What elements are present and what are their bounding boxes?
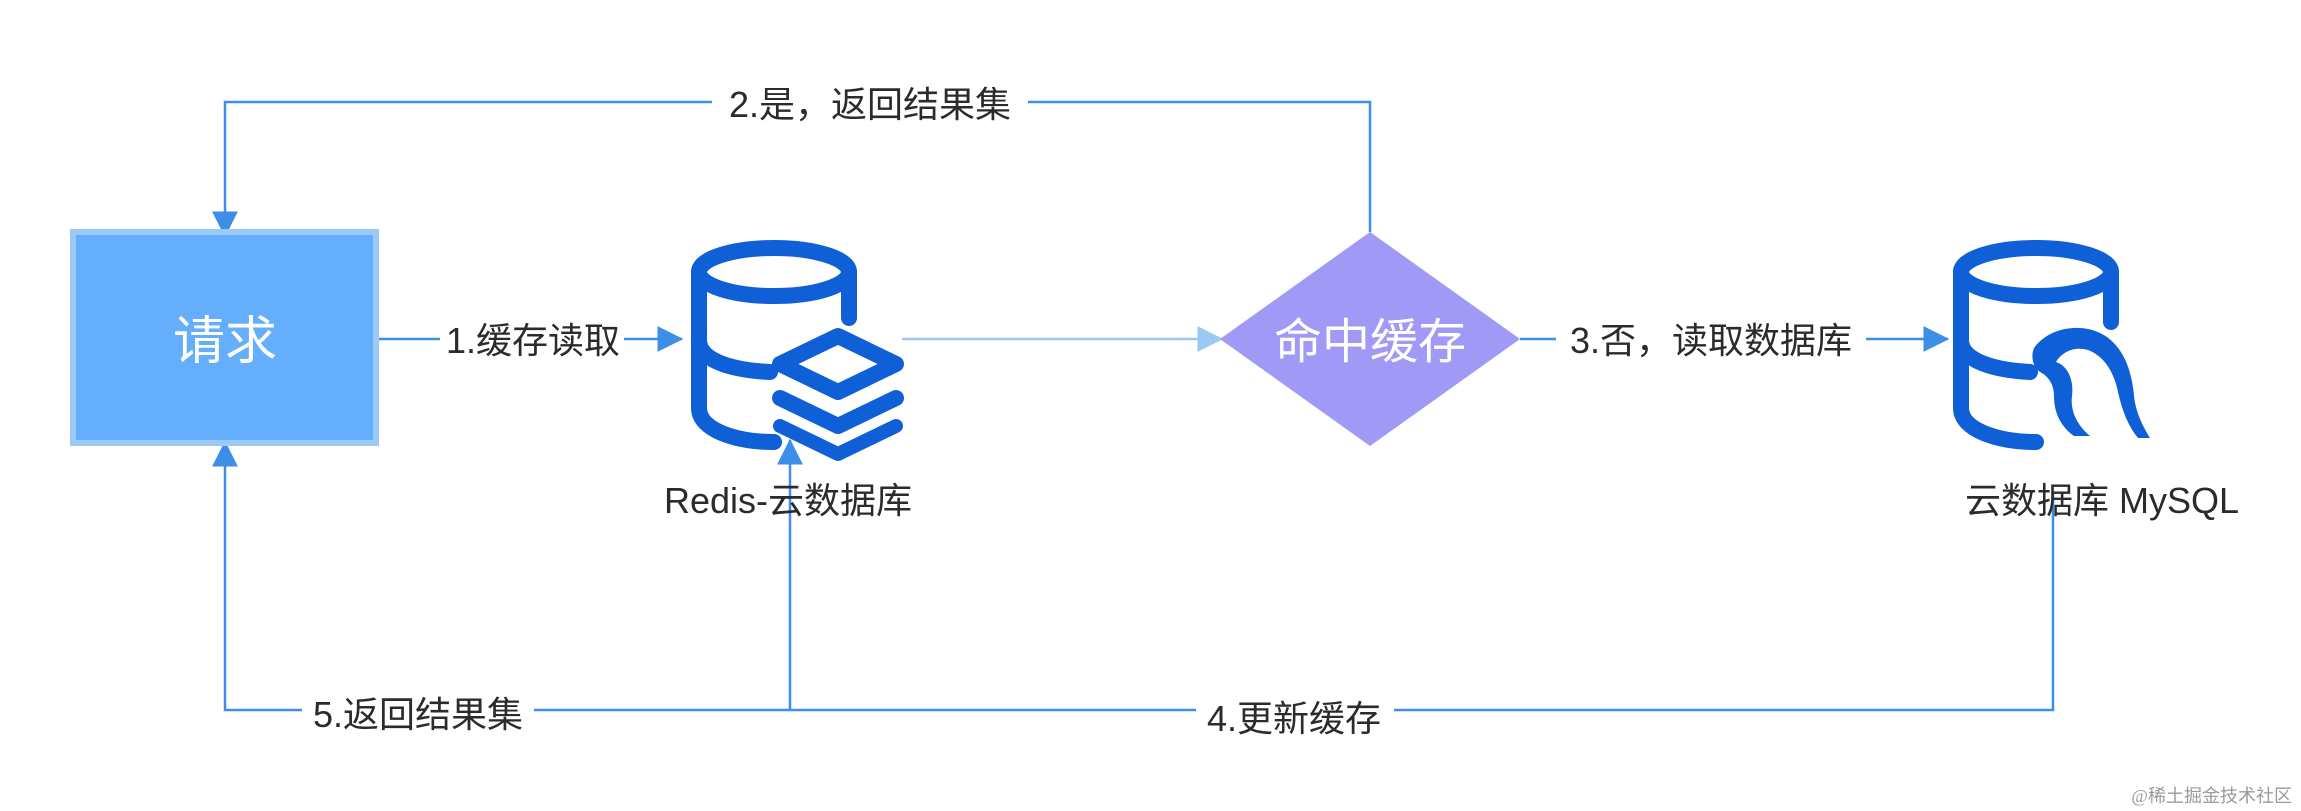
edge-label-step5: 5.返回结果集 <box>313 694 523 735</box>
request-label: 请求 <box>173 313 277 371</box>
redis-label: Redis-云数据库 <box>664 480 912 521</box>
mysql-database-icon <box>1953 240 2119 450</box>
edge-label-step4: 4.更新缓存 <box>1207 698 1381 739</box>
edge-labels: 2.是，返回结果集 1.缓存读取 3.否，读取数据库 5.返回结果集 4.更新缓… <box>302 82 1866 740</box>
edge-label-step3: 3.否，读取数据库 <box>1570 320 1852 361</box>
connectors <box>212 100 2055 712</box>
request-node: 请求 <box>70 229 379 446</box>
decision-node: 命中缓存 <box>1220 232 1520 446</box>
watermark: @稀土掘金技术社区 <box>2131 786 2292 806</box>
redis-database-icon <box>691 240 904 461</box>
mysql-label: 云数据库 MySQL <box>1965 480 2239 521</box>
edge-update-cache <box>777 438 2055 712</box>
edge-label-step2: 2.是，返回结果集 <box>729 84 1011 125</box>
edge-return-result <box>212 440 790 712</box>
edge-label-step1: 1.缓存读取 <box>446 320 620 361</box>
decision-label: 命中缓存 <box>1274 316 1466 369</box>
dolphin-icon <box>2032 327 2150 438</box>
